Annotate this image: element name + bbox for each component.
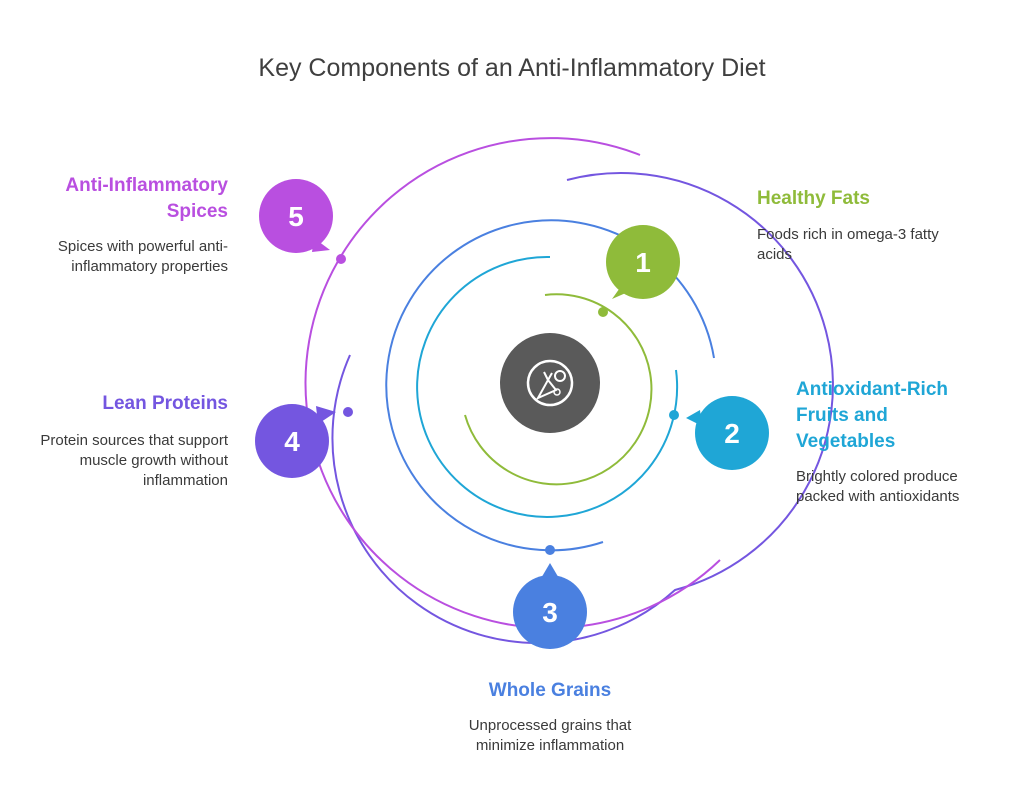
dot-whole-grains <box>545 545 555 555</box>
badge-2: 2 <box>686 396 769 470</box>
badge-3-number: 3 <box>542 597 558 628</box>
item-4-heading: Lean Proteins <box>102 393 228 414</box>
item-2-heading: Antioxidant-Rich Fruits and Vegetables <box>796 379 948 452</box>
item-3-description: Unprocessed grains that minimize inflamm… <box>468 717 632 754</box>
ring-healthy-fats <box>464 293 653 486</box>
item-3-heading: Whole Grains <box>488 680 612 701</box>
ring-lean-proteins <box>331 172 834 644</box>
item-5-description: Spices with powerful anti-inflammatory p… <box>57 238 228 275</box>
item-2-description: Brightly colored produce packed with ant… <box>796 468 960 505</box>
diagram-title: Key Components of an Anti-Inflammatory D… <box>258 54 766 82</box>
dot-spices <box>336 254 346 264</box>
badge-3: 3 <box>513 563 587 649</box>
dot-antioxidant <box>669 410 679 420</box>
item-5-heading: Anti-Inflammatory Spices <box>65 175 228 222</box>
badge-4-number: 4 <box>284 426 300 457</box>
badge-1: 1 <box>606 225 680 299</box>
badge-4: 4 <box>255 404 336 478</box>
item-1-heading: Healthy Fats <box>757 188 870 209</box>
badge-1-number: 1 <box>635 247 651 278</box>
ring-antioxidant <box>416 255 679 518</box>
badge-5: 5 <box>259 179 333 253</box>
dot-healthy-fats <box>598 307 608 317</box>
badge-5-number: 5 <box>288 201 304 232</box>
item-1-description: Foods rich in omega-3 fatty acids <box>757 226 939 263</box>
item-4-description: Protein sources that support muscle grow… <box>40 432 228 489</box>
dot-lean-proteins <box>343 407 353 417</box>
badge-2-number: 2 <box>724 418 740 449</box>
produce-plate-icon <box>500 333 600 433</box>
